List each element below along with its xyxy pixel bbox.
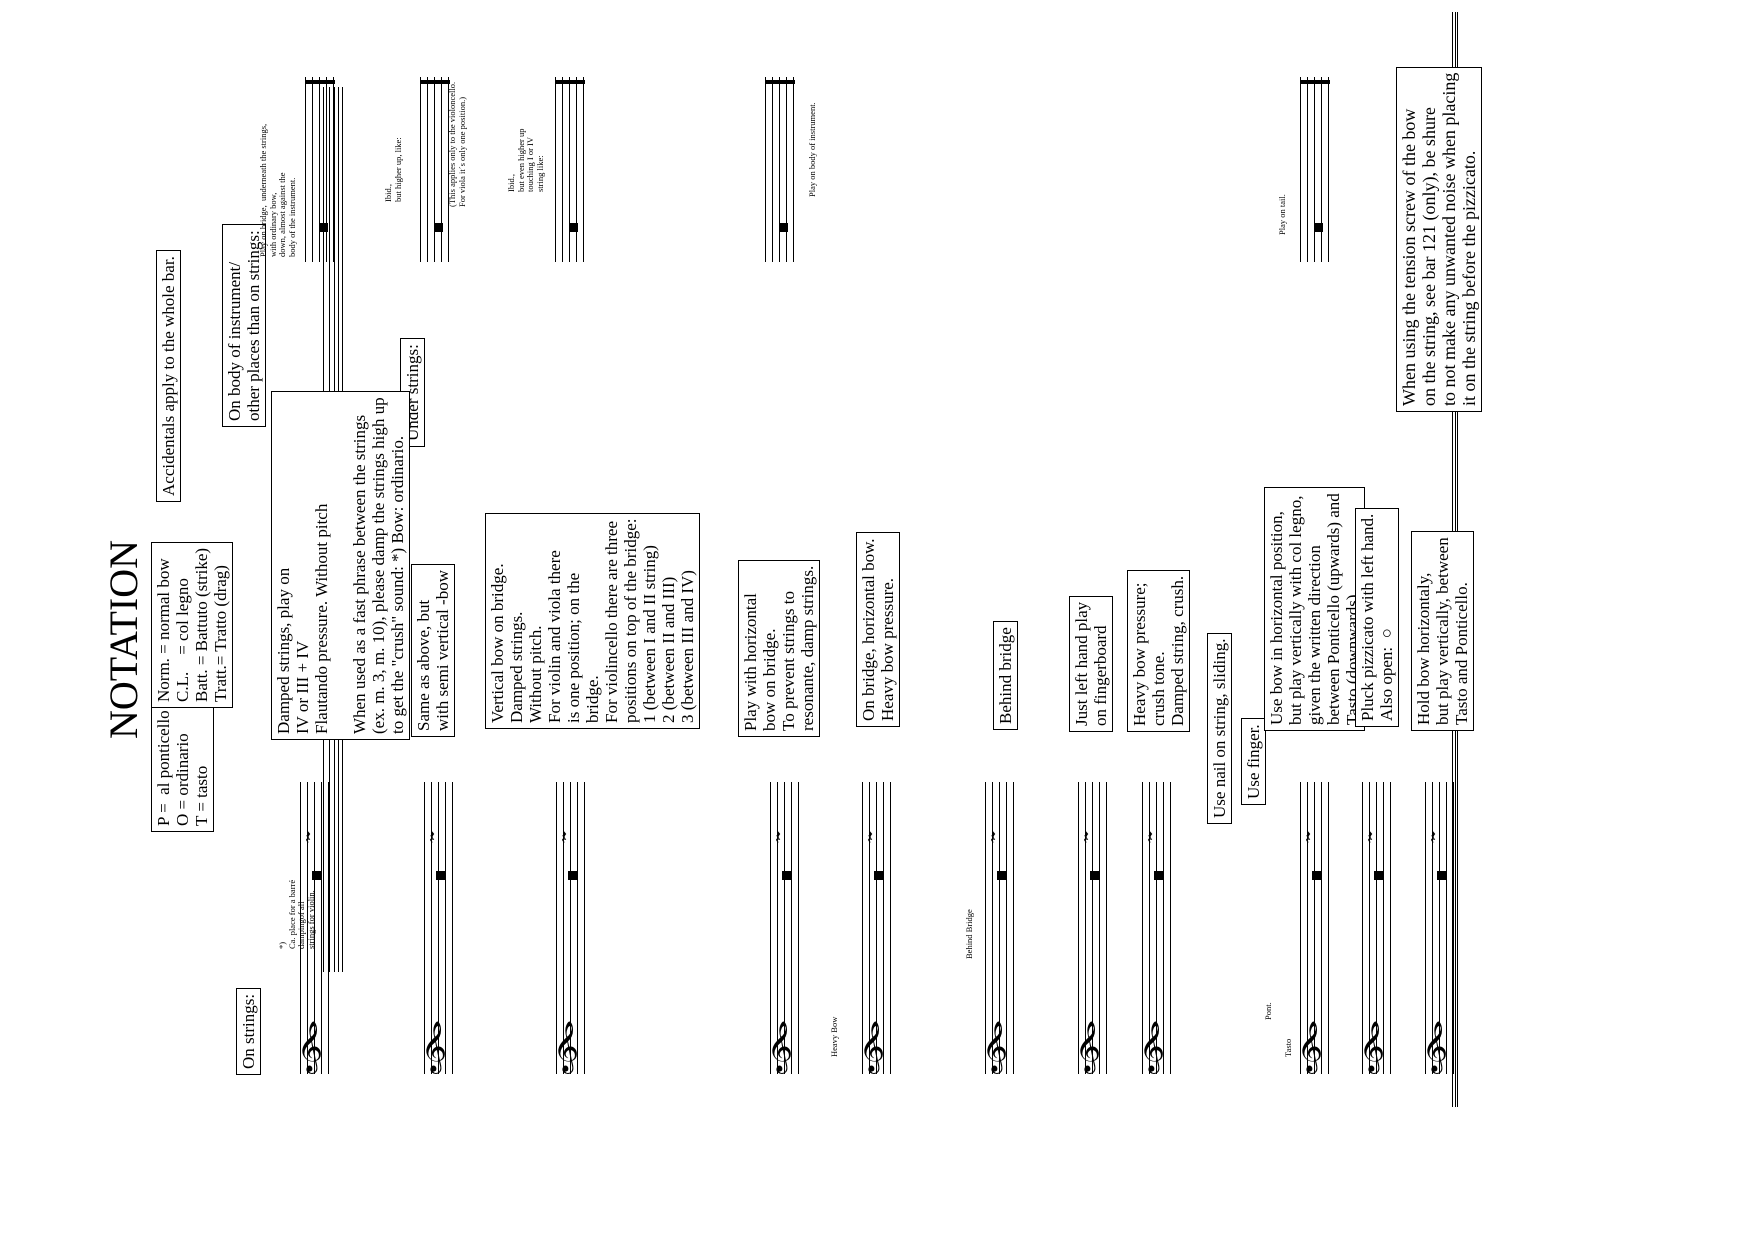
label-behind-bridge: Behind Bridge (964, 909, 974, 959)
rest-icon: 𝄽 (1082, 824, 1090, 849)
barre-footnote: *) Ca. place for a barré dampingof all s… (277, 879, 316, 949)
treble-clef-icon: 𝄞 (1138, 1020, 1166, 1072)
rest-icon: 𝄽 (428, 824, 436, 849)
notehead-icon (312, 871, 321, 880)
treble-clef-icon: 𝄞 (420, 1020, 448, 1072)
rest-icon: 𝄽 (1366, 824, 1374, 849)
item-left-hand-fingerboard: Just left hand play on fingerboard (1069, 595, 1113, 732)
item-col-legno-direction: Use bow in horizontal position, but play… (1264, 487, 1365, 731)
body-item-even-higher: Ibid., but even higher up touching I or … (506, 128, 545, 193)
section-on-strings: On strings: (236, 987, 261, 1075)
item-behind-bridge: Behind bridge (993, 621, 1018, 730)
tension-screw-note: When using the tension screw of the bow … (1396, 66, 1482, 412)
notehead-icon (436, 871, 445, 880)
treble-clef-icon: 𝄞 (1421, 1020, 1449, 1072)
label-pont: Pont. (1263, 1002, 1273, 1020)
notehead-icon (569, 223, 578, 232)
item-heavy-pressure: On bridge, horizontal bow. Heavy bow pre… (856, 532, 900, 727)
notehead-icon (1437, 871, 1446, 880)
rest-icon: 𝄽 (1146, 824, 1154, 849)
treble-clef-icon: 𝄞 (1358, 1020, 1386, 1072)
item-nail-sliding: Use nail on string, sliding. (1207, 632, 1232, 824)
treble-clef-icon: 𝄞 (552, 1020, 580, 1072)
treble-clef-icon: 𝄞 (1296, 1020, 1324, 1072)
treble-clef-icon: 𝄞 (981, 1020, 1009, 1072)
page-title: NOTATION (101, 540, 146, 739)
item-crush-tone: Heavy bow pressure; crush tone. Damped s… (1127, 569, 1190, 732)
rest-icon: 𝄽 (774, 824, 782, 849)
notehead-icon (997, 871, 1006, 880)
notehead-icon (1312, 871, 1321, 880)
rest-icon: 𝄽 (866, 824, 874, 849)
item-damped-flautando: Damped strings, play on IV or III + IV F… (271, 391, 410, 740)
rest-icon: 𝄽 (989, 824, 997, 849)
treble-clef-icon: 𝄞 (766, 1020, 794, 1072)
item-vertical-bow-bridge: Vertical bow on bridge. Damped strings. … (485, 512, 700, 729)
legend-bowing: Norm. = normal bow C.L. = col legno Batt… (151, 541, 233, 708)
treble-clef-icon: 𝄞 (1074, 1020, 1102, 1072)
item-hold-bow-horizontal: Hold bow horizontaly, but play verticall… (1411, 531, 1474, 731)
treble-clef-icon: 𝄞 (858, 1020, 886, 1072)
body-item-higher: Ibid., but higher up, like: (383, 137, 403, 202)
treble-clef-icon: 𝄞 (296, 1020, 324, 1072)
notehead-icon (1090, 871, 1099, 880)
legend-positions: P = al ponticello O = ordinario T = tast… (151, 704, 214, 832)
rest-icon: 𝄽 (304, 824, 312, 849)
rest-icon: 𝄽 (560, 824, 568, 849)
label-heavy-bow: Heavy Bow (829, 1016, 839, 1057)
notehead-icon (1154, 871, 1163, 880)
item-horizontal-bow-bridge: Play with horizontal bow on bridge. To p… (738, 559, 820, 737)
label-tasto: Tasto (1283, 1038, 1293, 1057)
body-item-on-body: Play on body of instrument. (807, 102, 817, 197)
item-left-hand-pizzicato: Pluck pizzicato with left hand. Also ope… (1355, 507, 1399, 727)
item-use-finger: Use finger. (1241, 718, 1266, 805)
body-item-cello-only: (This applies only to the violoncello. F… (447, 81, 467, 207)
accidentals-note: Accidentals apply to the whole bar. (156, 250, 181, 502)
body-item-underneath: Play on bridge, underneath the strings, … (258, 123, 297, 257)
notehead-icon (779, 223, 788, 232)
notehead-icon (1374, 871, 1383, 880)
notehead-icon (568, 871, 577, 880)
notehead-icon (782, 871, 791, 880)
item-semi-vertical-bow: Same as above, but with semi vertical -b… (411, 564, 455, 737)
notehead-icon (874, 871, 883, 880)
notehead-icon (319, 223, 328, 232)
notehead-icon (1314, 223, 1323, 232)
body-item-on-tail: Play on tail. (1277, 194, 1287, 235)
rest-icon: 𝄽 (1429, 824, 1437, 849)
rest-icon: 𝄽 (1304, 824, 1312, 849)
notehead-icon (434, 223, 443, 232)
